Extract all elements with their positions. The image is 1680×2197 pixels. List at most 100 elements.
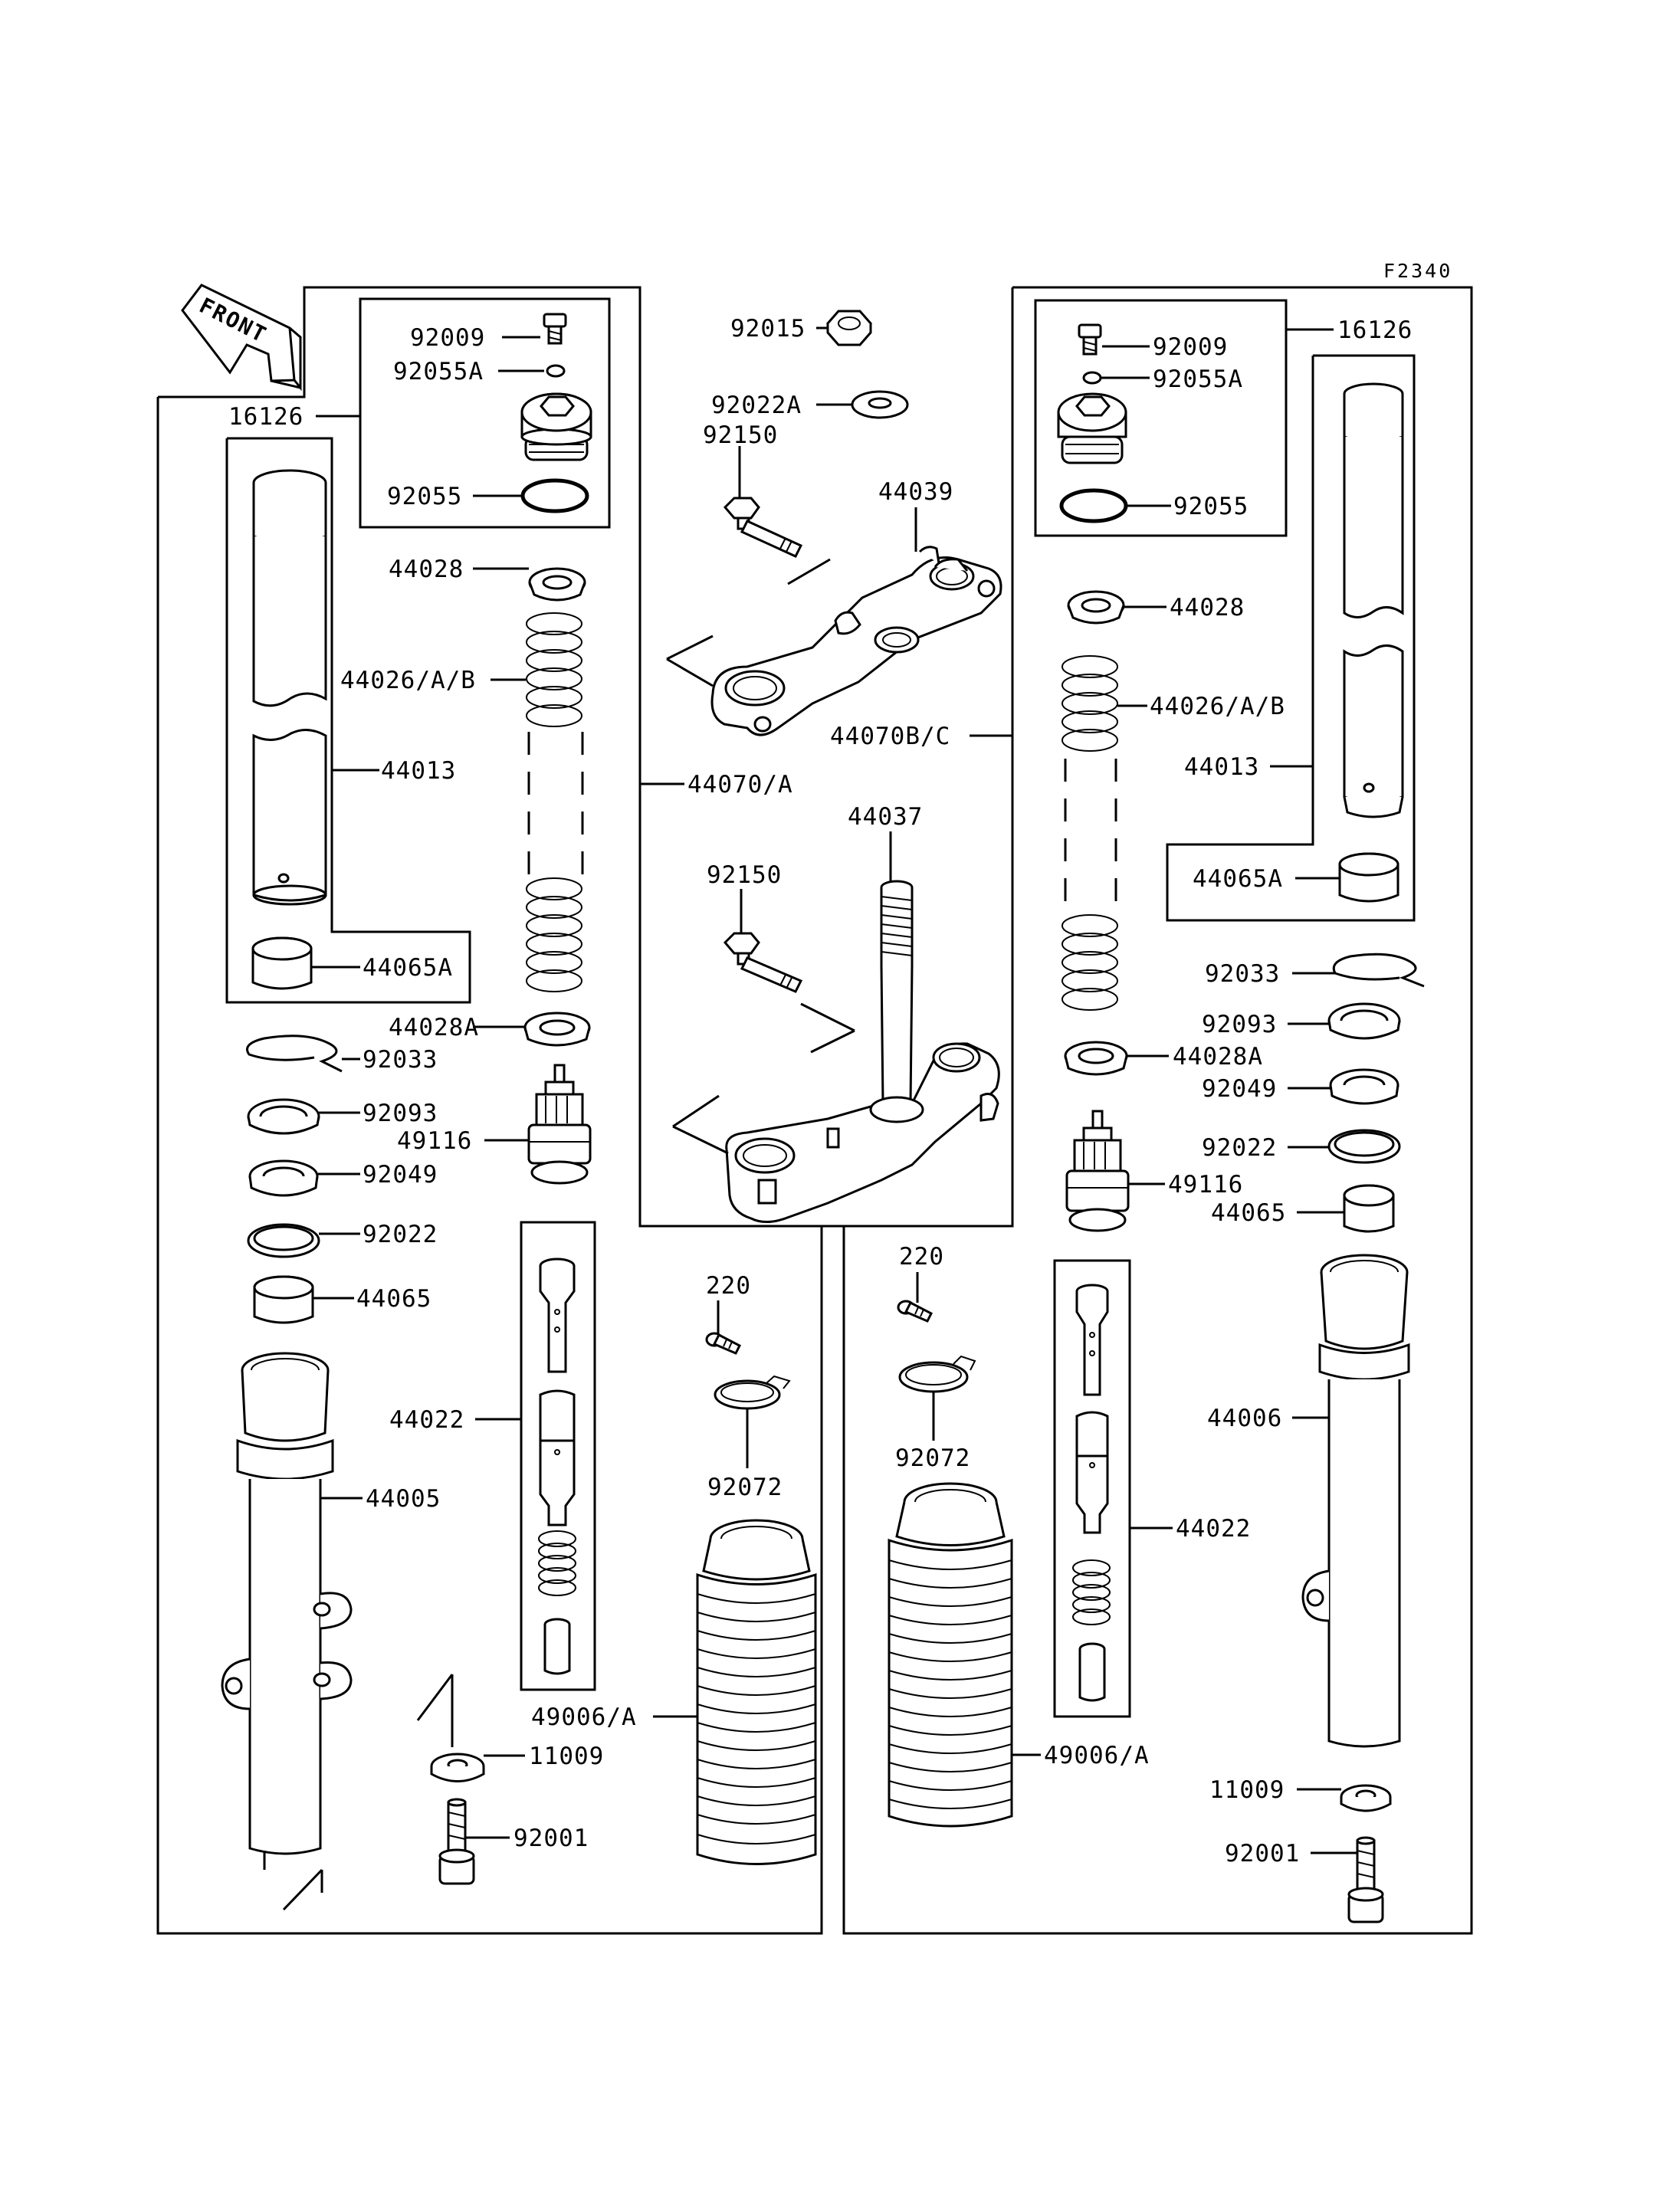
label-16126-right: 16126 bbox=[1337, 316, 1413, 344]
label-220-right: 220 bbox=[899, 1243, 944, 1271]
small-o-ring-right-icon bbox=[1082, 371, 1102, 385]
front-arrow-icon: FRONT bbox=[181, 284, 302, 392]
center-steering-parts bbox=[666, 310, 1013, 1828]
spring-seat-icon bbox=[528, 567, 586, 602]
label-44028: 44028 bbox=[389, 556, 464, 583]
label-44026: 44026/A/B bbox=[340, 667, 476, 694]
screw-92009-right-icon bbox=[1078, 323, 1102, 356]
fork-spring-upper-icon bbox=[526, 612, 582, 727]
label-49006-right: 49006/A bbox=[1044, 1742, 1150, 1769]
fork-boot-left-icon bbox=[696, 1519, 817, 1865]
clamp-bolt-upper-icon bbox=[723, 497, 831, 585]
label-92033: 92033 bbox=[363, 1046, 438, 1074]
part-number-labels: 92009 92055A 16126 92055 44028 44026/A/B… bbox=[228, 315, 1413, 1867]
label-44005: 44005 bbox=[366, 1485, 441, 1513]
label-92009: 92009 bbox=[410, 324, 485, 352]
label-92055: 92055 bbox=[387, 483, 462, 510]
label-44022: 44022 bbox=[389, 1406, 464, 1434]
clamp-bolt-lower-icon bbox=[723, 932, 855, 1054]
inner-tube-right-icon bbox=[1343, 382, 1404, 818]
label-92093-right: 92093 bbox=[1202, 1011, 1277, 1038]
label-44006-right: 44006 bbox=[1207, 1405, 1282, 1432]
washer-icon bbox=[247, 1223, 320, 1258]
figure-code: F2340 bbox=[1383, 260, 1452, 282]
label-92009-right: 92009 bbox=[1153, 333, 1228, 361]
label-44013-right: 44013 bbox=[1184, 753, 1259, 781]
stem-nut-icon bbox=[826, 310, 872, 346]
label-92150-upper: 92150 bbox=[703, 421, 778, 449]
label-92072-left: 92072 bbox=[707, 1474, 783, 1501]
upper-bracket-icon bbox=[666, 546, 1002, 736]
label-92015: 92015 bbox=[730, 315, 806, 343]
spring-seat-right-icon bbox=[1067, 590, 1125, 625]
fork-spring-lower-icon bbox=[526, 877, 582, 992]
left-fork-parts bbox=[221, 313, 817, 1911]
label-92150-lower: 92150 bbox=[707, 861, 782, 889]
label-49116: 49116 bbox=[397, 1127, 472, 1155]
oil-seal-right-icon bbox=[1327, 1002, 1401, 1040]
label-92055-right: 92055 bbox=[1173, 493, 1249, 520]
outer-tube-left-icon bbox=[221, 1352, 353, 1911]
fork-spring-right-upper-icon bbox=[1061, 655, 1118, 752]
boot-band-b-icon bbox=[898, 1355, 976, 1393]
bushing-a-right-icon bbox=[1338, 852, 1399, 903]
rebound-valve-right-icon bbox=[1065, 1110, 1130, 1232]
label-44065-right: 44065 bbox=[1211, 1199, 1286, 1227]
drain-washer-left-icon bbox=[416, 1674, 485, 1782]
large-o-ring-right-icon bbox=[1059, 488, 1128, 523]
label-44028-right: 44028 bbox=[1170, 594, 1245, 621]
bushing-icon bbox=[253, 1275, 314, 1324]
label-92055a: 92055A bbox=[393, 358, 484, 385]
stem-washer-icon bbox=[851, 390, 909, 419]
label-11009: 11009 bbox=[529, 1743, 604, 1770]
label-92072-right: 92072 bbox=[895, 1444, 970, 1472]
spring-seat-a-icon bbox=[523, 1012, 591, 1047]
screw-92009-icon bbox=[543, 313, 567, 345]
boot-band-a-icon bbox=[714, 1375, 791, 1410]
large-o-ring-icon bbox=[520, 478, 589, 513]
label-44028a-right: 44028A bbox=[1173, 1043, 1263, 1071]
fork-spring-right-lower-icon bbox=[1061, 914, 1118, 1011]
label-220-left: 220 bbox=[706, 1272, 751, 1300]
label-92093: 92093 bbox=[363, 1100, 438, 1127]
assembly-frames bbox=[156, 286, 1473, 1935]
spring-seat-a-right-icon bbox=[1064, 1041, 1128, 1076]
label-92001-right: 92001 bbox=[1225, 1840, 1300, 1867]
right-fork-parts bbox=[1057, 323, 1425, 1923]
small-o-ring-icon bbox=[546, 364, 566, 378]
dust-seal-icon bbox=[248, 1159, 319, 1197]
rebound-valve-icon bbox=[527, 1064, 592, 1185]
label-92049-right: 92049 bbox=[1202, 1075, 1277, 1103]
fork-cap-icon bbox=[520, 392, 592, 461]
label-92022: 92022 bbox=[363, 1221, 438, 1248]
clamp-screw-a-icon bbox=[705, 1332, 742, 1355]
label-92049: 92049 bbox=[363, 1161, 438, 1189]
socket-bolt-right-icon bbox=[1347, 1836, 1384, 1923]
rebound-spring-right-icon bbox=[1072, 1559, 1111, 1625]
damper-rod-left-icon bbox=[539, 1258, 576, 1526]
bushing-right-icon bbox=[1343, 1184, 1395, 1233]
label-44065: 44065 bbox=[356, 1285, 431, 1313]
bushing-a-icon bbox=[251, 936, 313, 990]
socket-bolt-left-icon bbox=[438, 1798, 475, 1885]
label-44070a: 44070/A bbox=[687, 771, 793, 798]
label-49116-right: 49116 bbox=[1168, 1171, 1243, 1199]
label-44037: 44037 bbox=[848, 803, 923, 831]
leader-lines bbox=[311, 326, 1357, 1854]
label-11009-right: 11009 bbox=[1209, 1776, 1285, 1804]
inner-tube-icon bbox=[252, 469, 327, 906]
clamp-screw-b-icon bbox=[897, 1300, 934, 1323]
label-44028a: 44028A bbox=[389, 1014, 479, 1041]
circlip-icon bbox=[246, 1035, 343, 1073]
damper-rod-right-icon bbox=[1075, 1284, 1109, 1534]
piston-collar-right-icon bbox=[1078, 1642, 1106, 1702]
label-44013: 44013 bbox=[381, 757, 456, 785]
label-92022-right: 92022 bbox=[1202, 1134, 1277, 1162]
label-44065a-right: 44065A bbox=[1193, 865, 1283, 893]
fork-cap-right-icon bbox=[1057, 392, 1127, 464]
label-92022a: 92022A bbox=[711, 392, 802, 419]
rebound-spring-left-icon bbox=[538, 1530, 576, 1596]
label-92055a-right: 92055A bbox=[1153, 366, 1243, 393]
steering-stem-icon bbox=[672, 880, 1000, 1223]
